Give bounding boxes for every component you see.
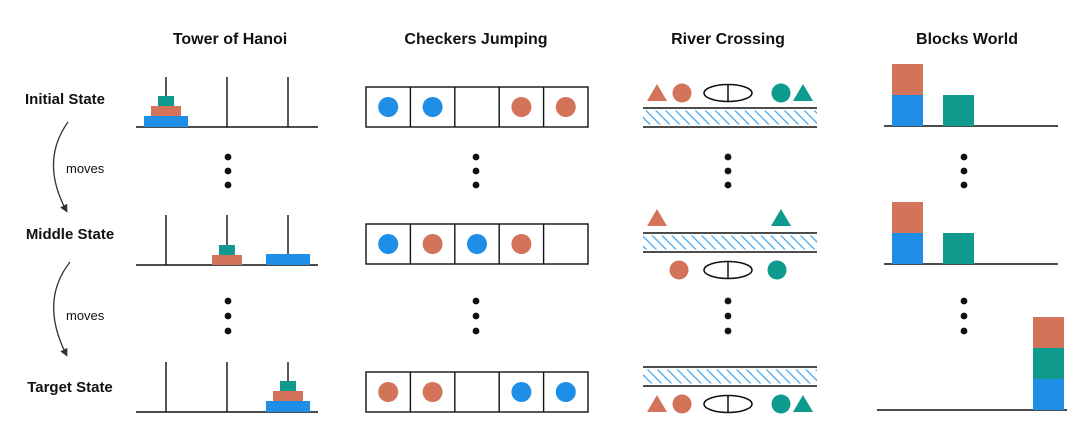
checkers-piece-orange bbox=[511, 97, 532, 117]
teal-triangle-icon bbox=[771, 209, 791, 226]
orange-circle-icon bbox=[669, 260, 689, 280]
moves-arrow-1 bbox=[52, 121, 69, 213]
ellipsis-dot bbox=[224, 181, 232, 189]
block-orange bbox=[892, 202, 923, 233]
checkers-piece-blue bbox=[555, 382, 576, 402]
checkers-piece-orange bbox=[555, 97, 576, 117]
checkers-piece-orange bbox=[422, 382, 443, 402]
block-teal bbox=[943, 95, 974, 126]
moves-label-2: moves bbox=[66, 308, 105, 323]
checkers-piece-blue bbox=[467, 234, 487, 254]
ellipsis-dot bbox=[724, 153, 732, 161]
checkers-board bbox=[365, 371, 589, 413]
checkers-piece-orange bbox=[511, 234, 532, 254]
checkers-piece-blue bbox=[378, 97, 399, 117]
column-title-blocks: Blocks World bbox=[916, 31, 1018, 48]
block-teal bbox=[943, 233, 974, 264]
hanoi-disk-small bbox=[219, 245, 235, 255]
column-title-checkers: Checkers Jumping bbox=[404, 31, 547, 48]
block-blue bbox=[892, 233, 923, 264]
ellipsis-dot bbox=[724, 312, 732, 320]
ellipsis-dot bbox=[472, 327, 480, 335]
ellipsis-dot bbox=[960, 181, 968, 189]
block-blue bbox=[892, 95, 923, 126]
hanoi-disk-medium bbox=[273, 391, 303, 401]
orange-triangle-icon bbox=[647, 395, 667, 412]
ellipsis-dot bbox=[960, 312, 968, 320]
block-orange bbox=[892, 64, 923, 95]
block-orange bbox=[1033, 317, 1064, 348]
block-teal bbox=[1033, 348, 1064, 379]
hanoi-disk-large bbox=[266, 401, 310, 412]
hanoi-disk-large bbox=[144, 116, 188, 127]
checkers-piece-orange bbox=[422, 234, 443, 254]
ellipsis-dot bbox=[960, 297, 968, 305]
hanoi-disk-small bbox=[158, 96, 174, 106]
ellipsis-dot bbox=[724, 167, 732, 175]
hanoi-disk-medium bbox=[151, 106, 181, 116]
ellipsis-dot bbox=[724, 181, 732, 189]
ellipsis-dot bbox=[472, 312, 480, 320]
ellipsis-dot bbox=[224, 167, 232, 175]
teal-circle-icon bbox=[771, 394, 791, 414]
hanoi-disk-medium bbox=[212, 255, 242, 265]
hanoi-disk-small bbox=[280, 381, 296, 391]
teal-triangle-icon bbox=[793, 395, 813, 412]
ellipsis-dot bbox=[960, 167, 968, 175]
block-blue bbox=[1033, 379, 1064, 410]
ellipsis-dot bbox=[960, 153, 968, 161]
checkers-piece-blue bbox=[378, 234, 399, 254]
ellipsis-dot bbox=[472, 167, 480, 175]
river-water bbox=[643, 235, 817, 250]
row-label-target: Target State bbox=[27, 379, 113, 396]
checkers-piece-blue bbox=[511, 382, 532, 402]
river-water bbox=[643, 369, 817, 384]
ellipsis-dot bbox=[724, 327, 732, 335]
hanoi-disk-large bbox=[266, 254, 310, 265]
ellipsis-dot bbox=[472, 297, 480, 305]
moves-label-1: moves bbox=[66, 161, 105, 176]
ellipsis-dot bbox=[224, 153, 232, 161]
ellipsis-dot bbox=[224, 297, 232, 305]
ellipsis-dot bbox=[724, 297, 732, 305]
orange-triangle-icon bbox=[647, 209, 667, 226]
orange-circle-icon bbox=[672, 394, 692, 414]
teal-triangle-icon bbox=[793, 84, 813, 101]
row-label-initial: Initial State bbox=[25, 91, 105, 108]
ellipsis-dot bbox=[224, 312, 232, 320]
moves-arrow-2 bbox=[53, 261, 71, 357]
orange-triangle-icon bbox=[647, 84, 667, 101]
checkers-piece-blue bbox=[422, 97, 443, 117]
ellipsis-dot bbox=[472, 181, 480, 189]
orange-circle-icon bbox=[672, 83, 692, 103]
ellipsis-dot bbox=[472, 153, 480, 161]
checkers-board bbox=[365, 86, 589, 128]
column-title-hanoi: Tower of Hanoi bbox=[173, 31, 287, 48]
checkers-piece-orange bbox=[378, 382, 399, 402]
ellipsis-dot bbox=[960, 327, 968, 335]
river-water bbox=[643, 110, 817, 125]
column-title-river: River Crossing bbox=[671, 31, 785, 48]
row-label-middle: Middle State bbox=[26, 226, 114, 243]
ellipsis-dot bbox=[224, 327, 232, 335]
teal-circle-icon bbox=[767, 260, 787, 280]
teal-circle-icon bbox=[771, 83, 791, 103]
checkers-board bbox=[365, 223, 589, 265]
